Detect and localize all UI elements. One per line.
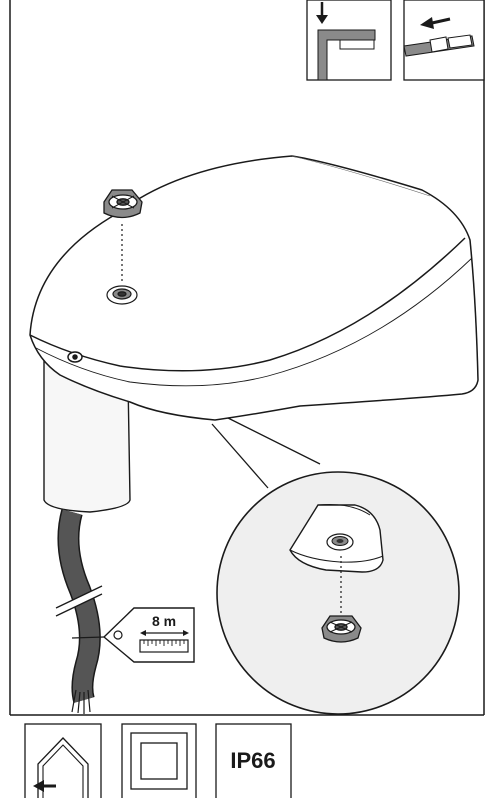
charging-cable: [54, 509, 104, 714]
ip-rating-text: IP66: [230, 748, 275, 773]
screw-cap-top: [103, 189, 143, 219]
ip-rating-icon: IP66: [215, 723, 292, 798]
charger-housing: [29, 155, 479, 421]
protection-class-ii-icon: [121, 723, 197, 798]
wall-mount-top-icon: [306, 0, 392, 81]
outdoor-house-icon: [24, 723, 102, 798]
detail-callout-lines: [211, 417, 321, 489]
cable-length-text: 8 m: [152, 613, 176, 629]
cable-length-tag: 8 m: [71, 607, 195, 663]
detail-view: [216, 471, 460, 715]
screw-cap-detail: [321, 615, 362, 643]
page-frame: [9, 0, 485, 716]
screw-hole-top: [106, 285, 138, 305]
side-mount-icon: [403, 0, 485, 81]
